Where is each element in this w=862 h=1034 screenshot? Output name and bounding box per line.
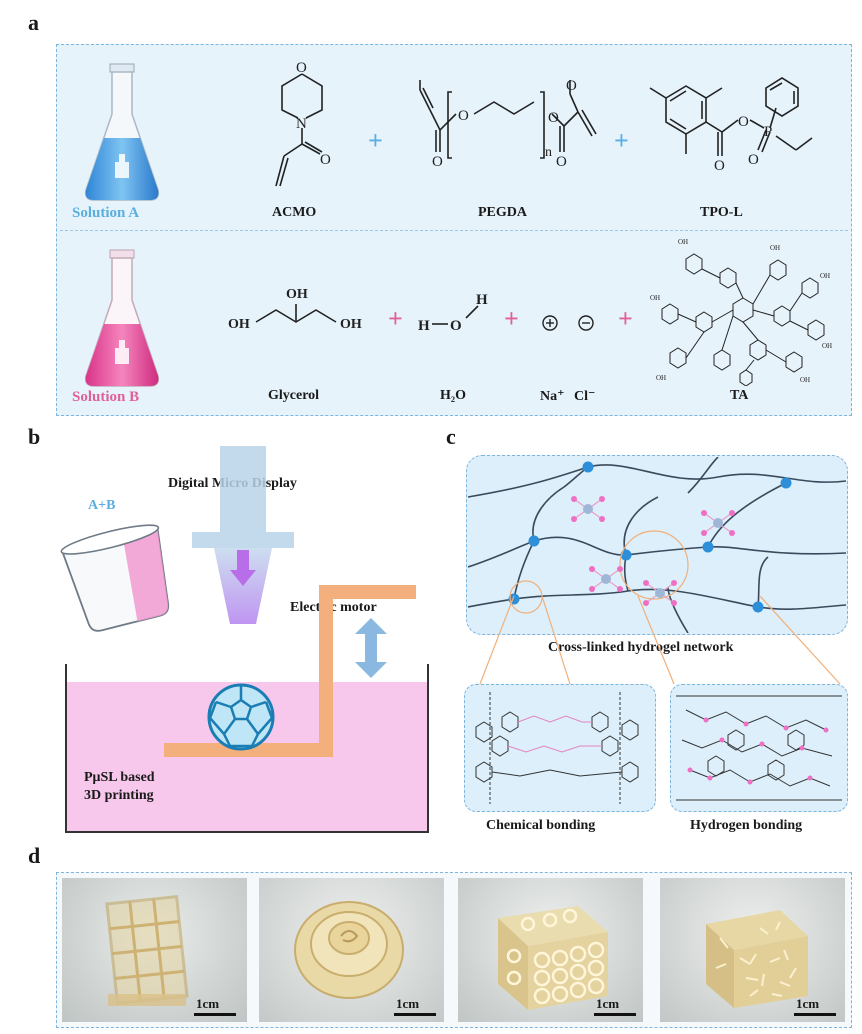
photo-lattice-cube — [62, 878, 247, 1022]
motor-arrow-icon — [355, 618, 387, 678]
hydrogen-bonding-label: Hydrogen bonding — [690, 818, 803, 833]
solution-a-label: Solution A — [72, 205, 140, 221]
ta-oh-label-6: OH — [656, 374, 666, 382]
pegda-o5: O — [556, 154, 567, 170]
panel-label-c: c — [446, 424, 456, 449]
photo-spiky-cube — [660, 878, 845, 1022]
water-o: O — [450, 318, 462, 334]
sodium-label: Na⁺ — [540, 389, 565, 404]
network-label: Cross-linked hydrogel network — [548, 640, 734, 655]
printing-label-1: PμSL based — [84, 770, 155, 785]
glycerol-structure: OH OH OH — [228, 287, 362, 332]
chemical-bonding-box — [464, 684, 656, 812]
scale-bar-3: 1cm — [596, 996, 620, 1011]
motor-label: Electric motor — [290, 600, 377, 615]
scale-line-2 — [394, 1013, 436, 1016]
beaker-icon — [60, 524, 170, 632]
tpo-oxygen-2: O — [714, 158, 725, 174]
ta-oh-label-3: OH — [820, 272, 830, 280]
glycerol-oh-2: OH — [286, 287, 308, 302]
ta-oh-label-7: OH — [800, 376, 810, 384]
ta-oh-label-5: OH — [822, 342, 832, 350]
scale-bar-2: 1cm — [396, 996, 420, 1011]
glycerol-oh-1: OH — [228, 317, 250, 332]
panel-a-divider — [60, 230, 848, 231]
tpo-l-label: TPO-L — [700, 205, 743, 220]
ta-label: TA — [730, 388, 749, 403]
scale-line-1 — [194, 1013, 236, 1016]
zoom-lines — [479, 596, 841, 685]
acmo-oxygen: O — [296, 60, 307, 76]
glycerol-label: Glycerol — [268, 388, 320, 403]
fullerene-part-icon — [207, 683, 275, 751]
pegda-o1: O — [458, 108, 469, 124]
ta-oh-label-1: OH — [678, 238, 688, 246]
acmo-label: ACMO — [272, 205, 317, 220]
panel-label-b: b — [28, 424, 41, 449]
plus-5: + — [618, 304, 633, 333]
flask-a-icon — [84, 63, 160, 201]
tpo-l-structure: O P O O — [649, 77, 813, 174]
plus-2: + — [614, 126, 629, 155]
flask-b-icon — [84, 249, 160, 387]
chemical-bonding-diagram — [475, 692, 639, 804]
ta-oh-label-2: OH — [770, 244, 780, 252]
water-label: H₂O — [440, 388, 466, 403]
scale-line-3 — [594, 1013, 636, 1016]
plus-3: + — [388, 304, 403, 333]
pegda-n: n — [545, 145, 552, 160]
chloride-label: Cl⁻ — [574, 389, 596, 404]
water-h-2: H — [476, 292, 488, 308]
tpo-phosphorus: P — [764, 124, 772, 140]
panel-label-a: a — [28, 10, 39, 35]
pegda-o2: O — [432, 154, 443, 170]
ion-charges — [542, 315, 594, 331]
acmo-nitrogen: N — [296, 116, 307, 132]
tpo-oxygen-1: O — [738, 114, 749, 130]
photo-bubble-cube — [458, 878, 643, 1022]
pegda-label: PEGDA — [478, 205, 527, 220]
water-h-1: H — [418, 318, 430, 334]
scale-bar-4: 1cm — [796, 996, 820, 1011]
ta-oh-label-4: OH — [650, 294, 660, 302]
scale-bar-1: 1cm — [196, 996, 220, 1011]
solution-b-label: Solution B — [72, 389, 140, 405]
tpo-oxygen-3: O — [748, 152, 759, 168]
light-projector-icon — [192, 446, 294, 624]
panel-label-d: d — [28, 843, 41, 868]
mix-label: A+B — [88, 498, 116, 513]
pegda-o3: O — [548, 110, 559, 126]
plus-1: + — [368, 126, 383, 155]
water-structure: H O H — [418, 292, 488, 334]
printing-label-2: 3D printing — [84, 788, 154, 803]
chemical-bonding-label: Chemical bonding — [486, 818, 596, 833]
scale-line-4 — [794, 1013, 836, 1016]
hydrogen-bonding-diagram — [676, 695, 842, 801]
pegda-structure: O O n O O O — [419, 78, 597, 170]
tannic-acid-structure: OH OH OH OH OH OH OH — [650, 238, 832, 386]
glycerol-oh-3: OH — [340, 317, 362, 332]
acmo-oxygen-2: O — [320, 152, 331, 168]
hydrogel-network — [468, 457, 846, 633]
hydrogen-bonding-box — [670, 684, 848, 812]
photo-rose — [259, 878, 444, 1022]
pegda-o4: O — [566, 78, 577, 94]
acmo-structure: O N O — [275, 60, 331, 187]
plus-4: + — [504, 304, 519, 333]
